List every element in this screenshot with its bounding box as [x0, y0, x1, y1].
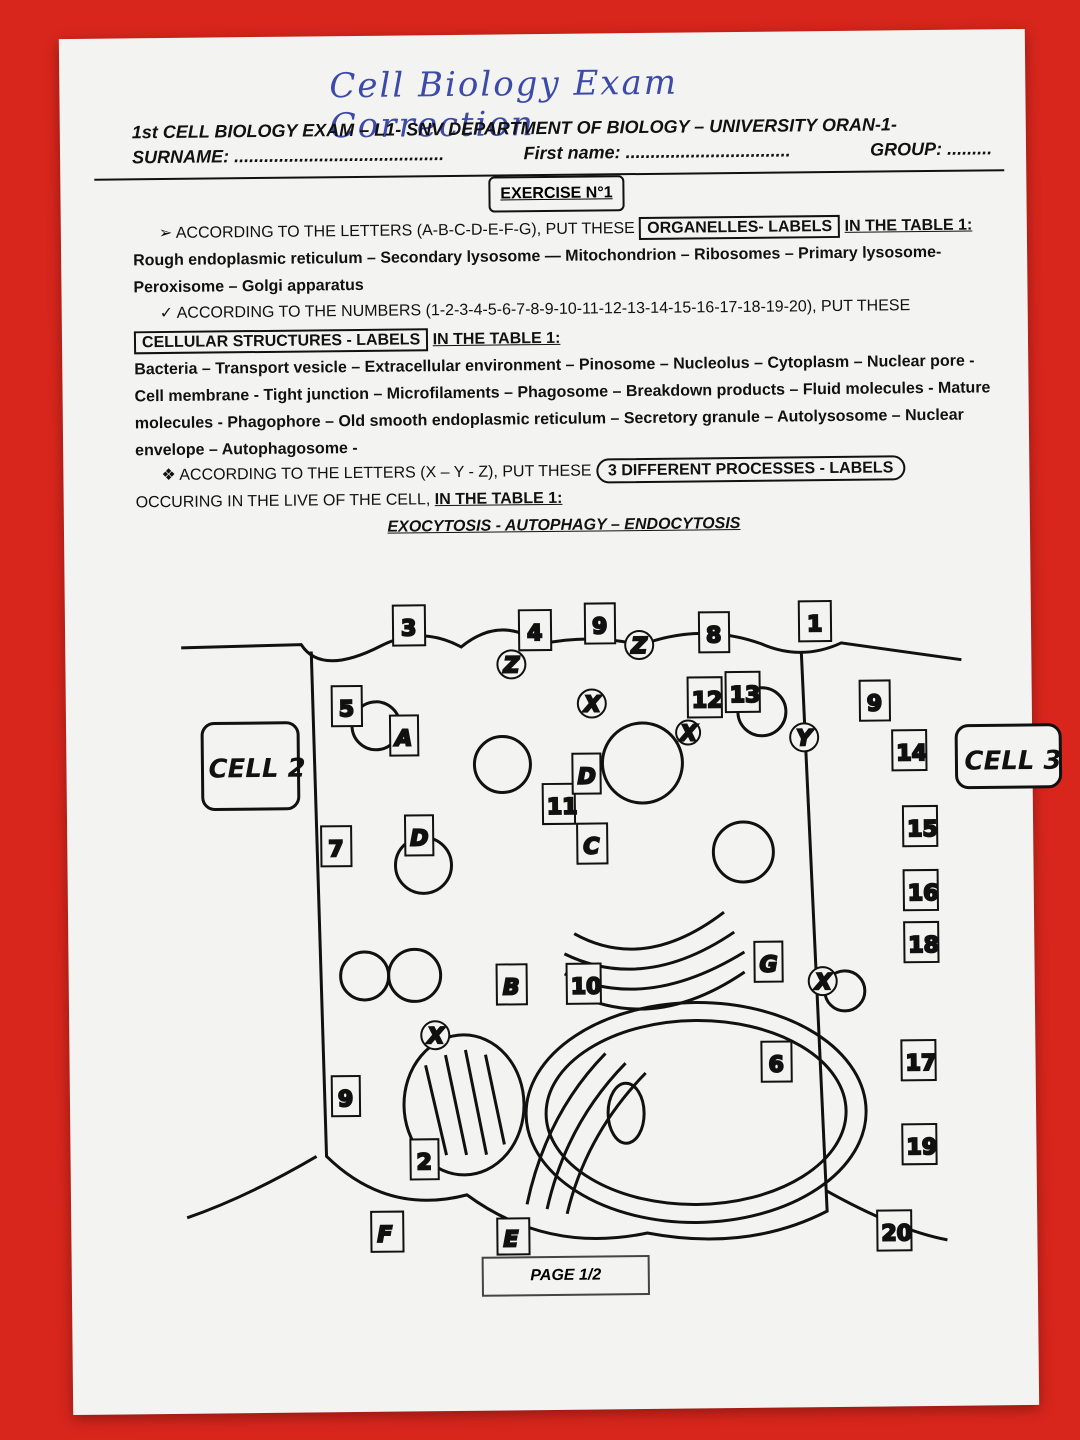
exercise-title: EXERCISE N°1: [488, 175, 625, 213]
label-B: B: [503, 975, 520, 1000]
label-9-top: 9: [592, 614, 608, 639]
label-8: 8: [706, 623, 722, 648]
label-X-4: X: [678, 721, 698, 746]
exam-sheet: Cell Biology Exam Correction 1st CELL BI…: [58, 28, 1063, 1416]
instruction-1: ➢ ACCORDING TO THE LETTERS (A-B-C-D-E-F-…: [133, 211, 990, 301]
label-6: 6: [768, 1053, 784, 1078]
instruction-2: ✓ ACCORDING TO THE NUMBERS (1-2-3-4-5-6-…: [133, 291, 992, 464]
label-9-left: 9: [338, 1087, 354, 1112]
label-20: 20: [881, 1221, 912, 1246]
label-C: C: [583, 834, 599, 859]
structure-list: Bacteria – Transport vesicle – Extracell…: [134, 352, 991, 460]
label-15: 15: [907, 817, 938, 842]
label-Z-1: Z: [502, 653, 520, 678]
label-17: 17: [905, 1051, 936, 1076]
label-4: 4: [527, 621, 543, 646]
exam-header: 1st CELL BIOLOGY EXAM – L1- SNV DEPARTME…: [132, 113, 992, 168]
diamond-bullet-icon: ❖: [161, 466, 176, 485]
cell-3-label: CELL 3: [964, 746, 1061, 777]
group-field: GROUP: .........: [869, 138, 993, 160]
label-3: 3: [401, 616, 417, 641]
label-F: F: [377, 1223, 392, 1248]
label-X-3: X: [813, 970, 833, 995]
label-Z-2: Z: [630, 634, 648, 659]
label-2: 2: [416, 1150, 432, 1175]
process-list: EXOCYTOSIS - AUTOPHAGY – ENDOCYTOSIS: [387, 514, 741, 536]
surname-field: SURNAME: ...............................…: [131, 144, 445, 168]
label-X-2: X: [425, 1024, 445, 1049]
label-A: A: [393, 726, 412, 751]
label-10: 10: [571, 974, 602, 999]
label-1: 1: [807, 612, 823, 637]
label-11: 11: [547, 795, 578, 820]
cell-2-label: CELL 2: [208, 754, 305, 785]
arrow-bullet-icon: ➢: [158, 224, 173, 243]
instruction-3: ❖ ACCORDING TO THE LETTERS (X – Y - Z), …: [135, 453, 992, 543]
label-D-left: D: [410, 826, 429, 851]
label-12: 12: [692, 688, 723, 713]
label-Y: Y: [796, 726, 814, 751]
label-G: G: [759, 953, 777, 978]
label-18: 18: [908, 933, 939, 958]
page-number: PAGE 1/2: [481, 1254, 651, 1297]
first-name-field: First name: ............................…: [523, 140, 791, 164]
label-9-right: 9: [867, 692, 883, 717]
cell-diagram: 3 4 9 8 1 5 12 13 9 14 11 7 15 16 18 10 …: [181, 600, 1063, 1256]
label-D-top: D: [577, 765, 596, 790]
label-14: 14: [896, 741, 927, 766]
label-13: 13: [730, 683, 761, 708]
label-7: 7: [328, 837, 344, 862]
label-16: 16: [908, 881, 939, 906]
label-19: 19: [906, 1135, 937, 1160]
label-X-1: X: [582, 692, 602, 717]
label-5: 5: [339, 697, 355, 722]
check-bullet-icon: ✓: [159, 304, 174, 323]
label-E: E: [503, 1227, 518, 1252]
